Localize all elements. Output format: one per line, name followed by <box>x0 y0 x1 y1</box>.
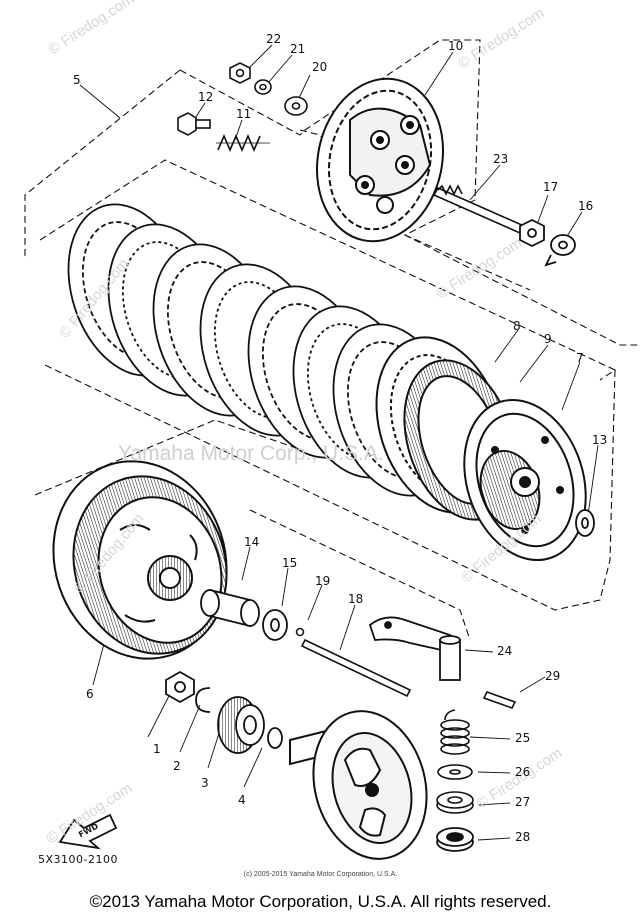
callout-7: 7 <box>576 351 584 365</box>
part-4-o-ring <box>267 727 283 749</box>
callout-15: 15 <box>282 556 298 570</box>
part-19-ball <box>295 627 305 637</box>
watermark-vendor: Yamaha Motor Corp., U.S.A. <box>118 442 384 465</box>
boundary-bolt-group <box>299 129 331 151</box>
callout-19: 19 <box>315 574 331 588</box>
callout-13: 13 <box>592 433 608 447</box>
callout-27: 27 <box>515 795 531 809</box>
part-13-washer <box>575 509 595 537</box>
leader-lines <box>79 44 599 841</box>
group-boundaries <box>24 39 640 641</box>
part-24-push-lever <box>368 616 461 681</box>
callout-10: 10 <box>448 39 464 53</box>
boundary-group-5 <box>179 39 640 346</box>
callout-24: 24 <box>497 644 513 658</box>
part-1-drive-gear <box>217 696 265 754</box>
part-20-washer <box>284 96 308 116</box>
callout-20: 20 <box>312 60 328 74</box>
part-14-collar <box>200 588 260 628</box>
callout-17: 17 <box>543 180 559 194</box>
callout-21: 21 <box>290 42 306 56</box>
part-11-spring <box>216 133 270 153</box>
part-29-pin <box>482 691 517 709</box>
callout-9: 9 <box>544 332 552 346</box>
boundary-rod-group <box>404 234 531 291</box>
part-3-nut <box>165 670 195 704</box>
part-10-pressure-plate <box>316 77 444 243</box>
boundary-shaft-group <box>249 509 471 641</box>
callout-8: 8 <box>513 319 521 333</box>
callout-26: 26 <box>515 765 531 779</box>
part-23-push-rod <box>432 184 526 235</box>
callout-28: 28 <box>515 830 531 844</box>
part-7-clutch-boss <box>463 398 587 562</box>
callout-14: 14 <box>244 535 260 549</box>
fwd-arrow-icon <box>58 813 118 850</box>
callout-2: 2 <box>173 759 181 773</box>
callout-29: 29 <box>545 669 561 683</box>
part-12-bolt <box>177 112 211 136</box>
part-25-spring <box>440 709 470 755</box>
copyright-notice: (c) 2005-2015 Yamaha Motor Corporation, … <box>243 871 398 878</box>
part-2-circlip <box>195 687 211 713</box>
part-27-bearing <box>436 791 474 814</box>
boundary-group-5-left <box>24 69 181 260</box>
boundary-plates-right <box>44 364 616 611</box>
part-17-nut <box>519 218 545 248</box>
callout-18: 18 <box>348 592 364 606</box>
callout-1: 1 <box>153 742 161 756</box>
callout-12: 12 <box>198 90 214 104</box>
callout-16: 16 <box>578 199 594 213</box>
callout-6: 6 <box>86 687 94 701</box>
diagram-code: 5X3100-2100 <box>38 853 118 866</box>
callout-4: 4 <box>238 793 246 807</box>
part-26-washer <box>437 764 473 780</box>
callout-23: 23 <box>493 152 509 166</box>
part-21-washer <box>254 79 272 95</box>
callout-25: 25 <box>515 731 531 745</box>
clutch-cover-shaft <box>289 710 428 860</box>
copyright-footer: ©2013 Yamaha Motor Corporation, U.S.A. A… <box>89 892 552 911</box>
boundary-plates-top <box>39 159 617 381</box>
callout-11: 11 <box>236 107 252 121</box>
part-18-push-rod <box>300 638 412 698</box>
callout-22: 22 <box>266 32 282 46</box>
callout-3: 3 <box>201 776 209 790</box>
part-22-nut <box>229 62 251 84</box>
part-15-washer <box>262 609 288 641</box>
part-28-seal <box>436 827 474 852</box>
part-16-lock-washer <box>544 234 576 267</box>
callout-5: 5 <box>73 73 81 87</box>
part-6-clutch-housing <box>52 460 228 660</box>
